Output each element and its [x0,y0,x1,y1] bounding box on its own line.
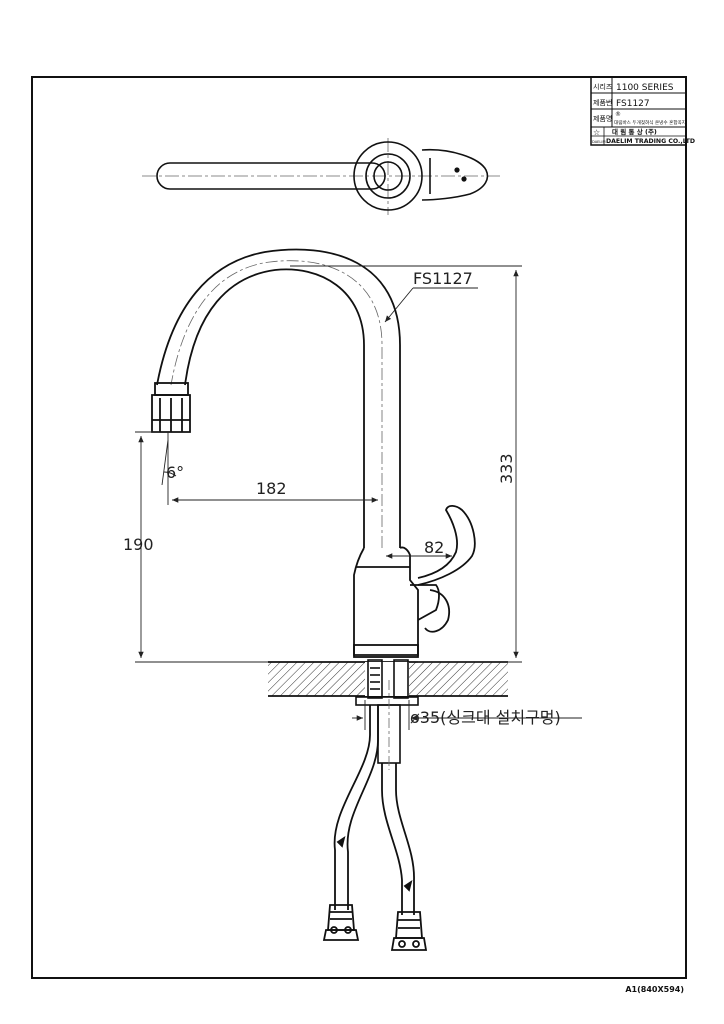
dim-reach: 182 [256,479,287,498]
product-no-label: 제품번 [593,98,612,107]
company-logo-icon: ☆ [593,128,600,137]
mounting-shank [355,659,419,770]
faucet-body [353,504,476,658]
dim-height-total: 333 [497,453,516,484]
drawing-frame [31,76,687,979]
company-korean: 대 림 통 상 (주) [612,127,657,136]
title-block: 시리즈 1100 SERIES 제품번 FS1127 제품명 ® 대림바스 두개… [590,76,695,146]
faucet-spout [151,248,401,548]
company-english: DAELIM TRADING CO.,LTD [606,138,695,145]
product-no-value: FS1127 [616,99,650,109]
callout-model: FS1127 [413,269,473,288]
sheet-size: A1(840X594) [625,985,684,994]
sink-counter [268,661,508,697]
dimension-lines [135,265,582,730]
series-value: 1100 SERIES [616,83,674,93]
product-name-label: 제품명 [593,114,612,123]
dim-hole: ø35(싱크대 설치구멍) [410,708,561,727]
supply-hoses [322,705,428,951]
registered-mark: ® [615,111,621,118]
series-label: 시리즈 [593,82,613,91]
company-logo-text: DAELIM [592,140,606,144]
product-name-value: 대림바스 두개젖혀식 온냉수 혼합꼭지 [614,119,686,126]
top-view [142,138,500,215]
dim-angle: 6° [166,463,184,482]
dim-handle: 82 [424,538,444,557]
dim-spout-height: 190 [123,535,154,554]
